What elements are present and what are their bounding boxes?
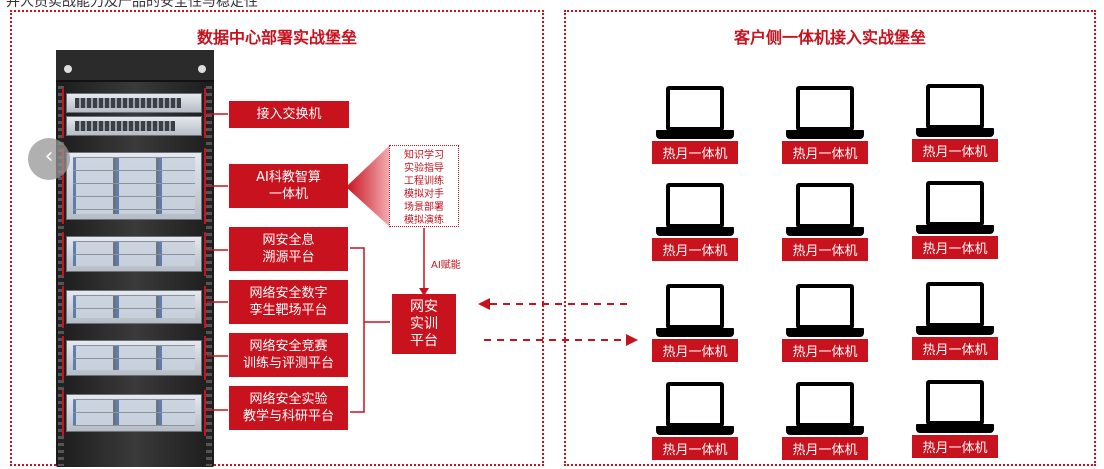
info-item: 模拟演练 [404,215,444,226]
laptop-terminal: 热月一体机 [910,282,1000,362]
ai-capability-box: 知识学习 实验指导 工程训练 模拟对手 场景部署 模拟演练 [389,145,459,227]
laptop-label: 热月一体机 [652,238,738,261]
laptop-icon [666,86,724,131]
laptop-label: 热月一体机 [652,339,738,362]
access-switch-label: 接入交换机 [229,101,349,128]
chevron-left-icon: ‹ [44,144,54,169]
server-frame [62,390,206,436]
arrow-head [419,288,429,296]
laptop-label: 热月一体机 [912,435,998,458]
laptop-label: 热月一体机 [912,236,998,259]
server-icon [66,152,202,220]
laptop-label: 热月一体机 [912,139,998,162]
server-icon [66,394,202,432]
server-icon [66,236,202,272]
laptop-icon [666,382,724,427]
switch-group-frame [62,88,206,138]
laptop-terminal: 热月一体机 [780,86,870,166]
laptop-terminal: 热月一体机 [910,380,1000,460]
laptop-terminal: 热月一体机 [910,181,1000,261]
laptop-label: 热月一体机 [912,337,998,360]
laptop-terminal: 热月一体机 [910,84,1000,164]
rack-screw-icon [64,65,72,73]
laptop-terminal: 热月一体机 [780,382,870,462]
ai-server-label: AI科教智算 一体机 [229,164,348,208]
arrow-head [478,298,490,310]
digital-twin-range-label: 网络安全数字 孪生靶场平台 [229,280,348,324]
laptop-icon [666,183,724,228]
laptop-icon [796,86,854,131]
switch-icon [66,116,202,136]
laptop-terminal: 热月一体机 [780,183,870,263]
info-item: 模拟对手 [404,189,444,200]
bracket [350,247,365,413]
competition-platform-label: 网络安全竞赛 训练与评测平台 [229,333,348,377]
laptop-terminal: 热月一体机 [650,284,740,364]
server-frame [62,336,206,380]
laptop-icon [926,84,984,129]
server-icon [66,340,202,376]
laptop-icon [666,284,724,329]
server-icon [66,290,202,324]
server-frame [62,286,206,328]
rack-rail [206,86,212,466]
laptop-label: 热月一体机 [652,437,738,460]
ai-server-frame [62,148,206,224]
server-frame [62,232,206,276]
traceability-platform-label: 网安全息 溯源平台 [229,227,348,271]
info-item: 工程训练 [404,176,444,187]
arrow-head [626,334,638,346]
laptop-icon [926,181,984,226]
previous-slide-button[interactable]: ‹ [28,138,70,180]
info-item: 知识学习 [404,150,444,161]
datacenter-panel: 数据中心部署实战堡垒 [10,10,544,466]
ai-empower-label: AI赋能 [431,260,461,271]
pointer-triangle [346,144,391,228]
rack-top [56,50,214,82]
laptop-label: 热月一体机 [782,141,868,164]
laptop-icon [796,183,854,228]
rack-screw-icon [198,65,206,73]
laptop-label: 热月一体机 [782,437,868,460]
client-panel-title: 客户侧一体机接入实战堡垒 [733,28,926,47]
training-platform-label: 网安 实训 平台 [392,294,456,354]
laptop-label: 热月一体机 [652,141,738,164]
laptop-terminal: 热月一体机 [650,86,740,166]
switch-icon [66,93,202,113]
laptop-label: 热月一体机 [782,339,868,362]
laptop-icon [926,282,984,327]
datacenter-panel-title: 数据中心部署实战堡垒 [196,28,357,47]
teaching-research-platform-label: 网络安全实验 教学与科研平台 [229,386,348,430]
laptop-terminal: 热月一体机 [650,382,740,462]
laptop-icon [796,382,854,427]
laptop-terminal: 热月一体机 [650,183,740,263]
laptop-icon [796,284,854,329]
top-caption: 并人员实战能力及产品的安全性与稳定性 [6,0,258,10]
client-panel: 客户侧一体机接入实战堡垒 [564,10,1096,466]
info-item: 实验指导 [404,163,444,174]
rack-rail [58,86,64,466]
info-item: 场景部署 [404,202,444,213]
laptop-icon [926,380,984,425]
laptop-label: 热月一体机 [782,238,868,261]
laptop-terminal: 热月一体机 [780,284,870,364]
